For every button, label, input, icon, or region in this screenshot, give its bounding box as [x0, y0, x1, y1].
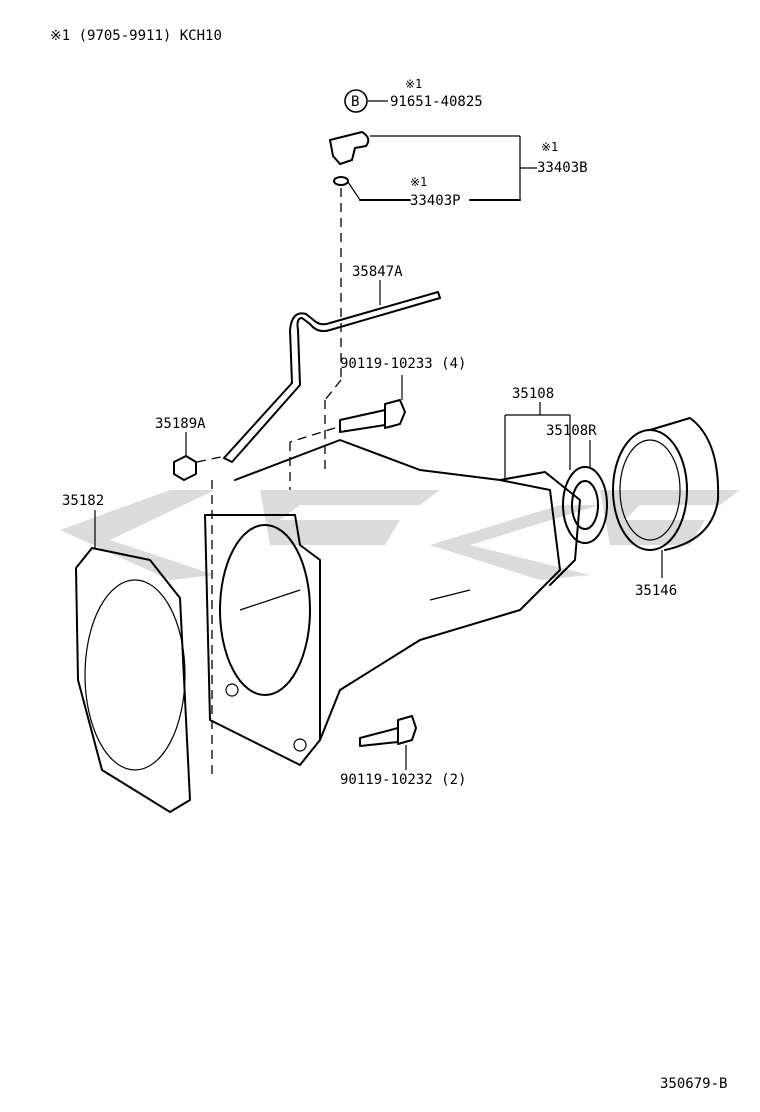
oil-seal-part-number: 35108R — [546, 423, 597, 439]
plug-part-number: 35189A — [155, 416, 206, 432]
dust-cover: 35146 — [612, 417, 720, 599]
lower-bolt-part-number: 90119-10232 (2) — [340, 772, 466, 788]
gasket-bore — [84, 579, 186, 771]
housing-flange — [204, 514, 321, 766]
dust-cover-part-number: 35146 — [635, 583, 677, 599]
connector-part-number: 33403B — [537, 160, 588, 176]
upper-bolt-head — [384, 399, 406, 429]
bolt-b-note: ※1 — [405, 77, 422, 91]
breather-tube: 35847A — [223, 264, 441, 463]
upper-bolt-part-number: 90119-10233 (4) — [340, 356, 466, 372]
b-marker-letter: B — [351, 94, 359, 110]
tube-part — [223, 291, 441, 463]
oil-seal: 35108R — [546, 423, 608, 544]
bolt-b-callout: B ※1 91651-40825 — [344, 77, 483, 113]
gasket: 35182 — [62, 493, 191, 813]
upper-bolt: 90119-10233 (4) — [339, 356, 466, 433]
lower-bolt: 90119-10232 (2) — [340, 715, 466, 788]
lower-bolt-head — [397, 715, 417, 745]
oil-seal-inner — [571, 480, 599, 530]
gasket-part-number: 35182 — [62, 493, 104, 509]
extension-housing: 35108 — [204, 386, 581, 766]
watermark — [60, 490, 740, 580]
plug-part — [173, 455, 197, 481]
oring-note: ※1 — [410, 175, 427, 189]
connector-callout: ※1 33403B ※1 33403P — [329, 131, 588, 209]
bolt-b-part-number: 91651-40825 — [390, 94, 483, 110]
figure-id: 350679-B — [660, 1076, 727, 1092]
oring-part-number: 33403P — [410, 193, 461, 209]
upper-bolt-shank — [339, 409, 386, 433]
plug: 35189A — [155, 416, 206, 481]
dust-cover-body — [649, 417, 720, 551]
connector-part — [329, 131, 370, 165]
housing-body — [234, 439, 561, 741]
gasket-outline — [75, 547, 191, 813]
housing-part-number: 35108 — [512, 386, 554, 402]
oring-part — [333, 176, 349, 186]
oil-seal-outer — [562, 466, 608, 544]
breather-tube-part-number: 35847A — [352, 264, 403, 280]
lower-bolt-shank — [359, 727, 399, 747]
housing-tail — [499, 471, 581, 586]
housing-bore — [219, 524, 311, 696]
connector-note: ※1 — [541, 140, 558, 154]
header-note: ※1 (9705-9911) KCH10 — [50, 28, 222, 44]
b-marker-circle — [344, 89, 368, 113]
assembly-lines — [196, 188, 342, 780]
housing-ribs — [239, 589, 471, 611]
